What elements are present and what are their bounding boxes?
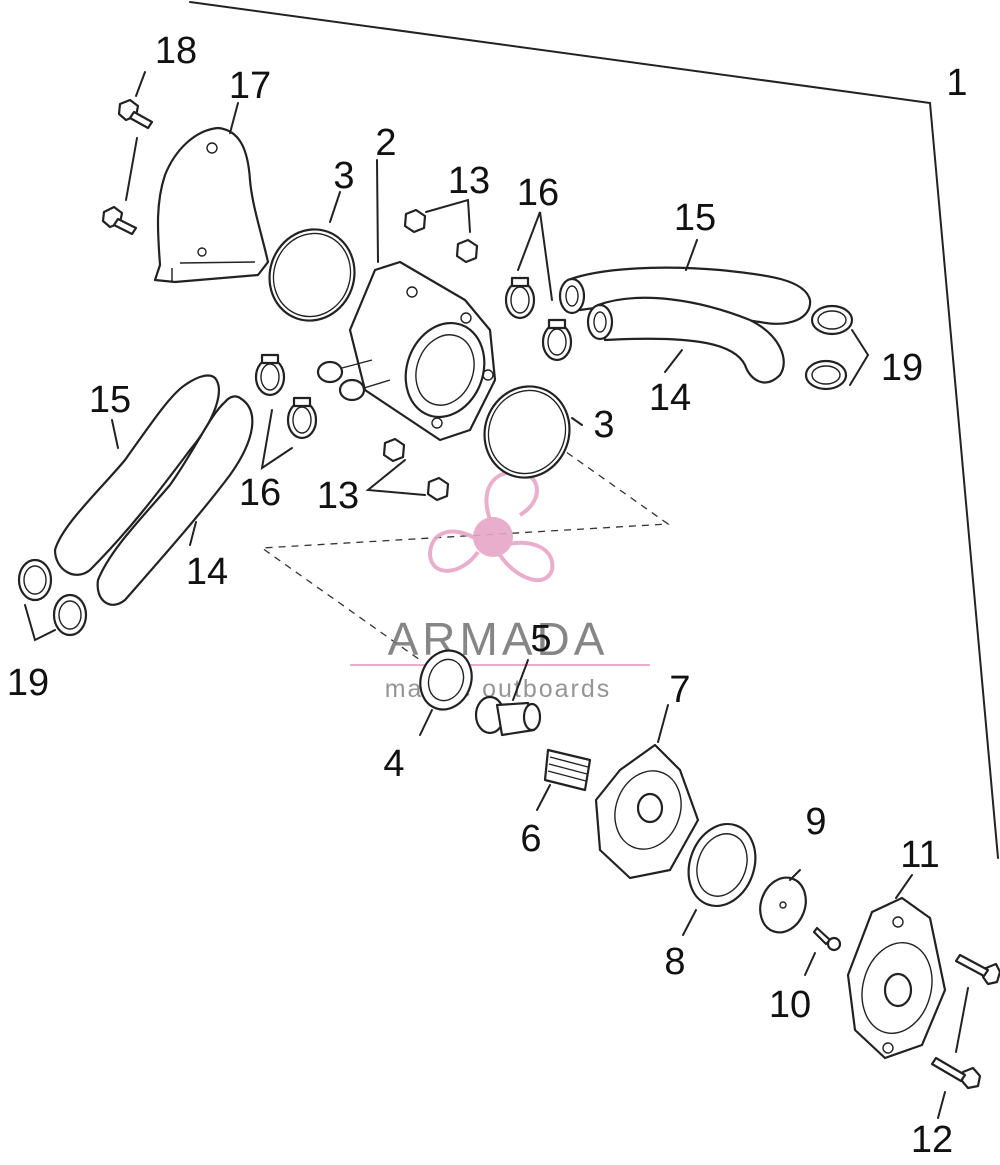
- callout-10: 10: [769, 984, 811, 1026]
- callout-14-lower: 14: [186, 551, 228, 593]
- housing-cover-plate: [594, 743, 700, 880]
- alignment-lines: [260, 429, 670, 661]
- clamp-19-c: [17, 558, 53, 602]
- callout-8: 8: [664, 941, 685, 983]
- callout-15-lower: 15: [89, 379, 131, 421]
- hose-14-upper: [586, 296, 785, 384]
- clamp-19-b: [804, 359, 848, 391]
- callout-3-upper: 3: [333, 155, 354, 197]
- callout-19-left: 19: [7, 662, 49, 704]
- nut-13-b: [455, 238, 479, 264]
- bolt-12-upper: [954, 953, 1000, 986]
- o-ring-lower: [483, 385, 571, 479]
- hose-14-lower: [96, 395, 254, 606]
- propeller-hub: [473, 517, 513, 557]
- callout-6: 6: [520, 818, 541, 860]
- screw: [812, 926, 842, 952]
- hose-15-lower: [53, 374, 220, 576]
- callout-5: 5: [530, 618, 551, 660]
- nut-13-d: [426, 476, 450, 502]
- seal-ring: [419, 649, 473, 711]
- nut-13-a: [403, 208, 427, 234]
- clamp-16-b: [541, 318, 573, 362]
- callout-11: 11: [900, 834, 939, 876]
- callout-1: 1: [946, 62, 967, 104]
- callout-13-upper: 13: [448, 160, 490, 202]
- assembly-bracket-line: [189, 1, 999, 859]
- washer: [759, 876, 807, 934]
- thermostat-cover: [846, 896, 947, 1060]
- callout-2: 2: [375, 122, 396, 164]
- callout-19-right: 19: [881, 347, 923, 389]
- callout-18: 18: [155, 30, 197, 72]
- callout-13-lower: 13: [317, 475, 359, 517]
- callout-17: 17: [229, 65, 271, 107]
- callout-16-lower: 16: [239, 472, 281, 514]
- bolt-12-lower: [930, 1056, 982, 1090]
- o-ring-upper: [268, 228, 356, 322]
- clamp-19-a: [810, 304, 854, 336]
- nut-13-c: [382, 437, 406, 463]
- callout-15-upper: 15: [674, 197, 716, 239]
- propeller-blade-right: [498, 540, 555, 583]
- watermark-brand: ARMADA: [388, 613, 609, 665]
- thermostat: [474, 695, 542, 737]
- thermostat-housing: [316, 260, 497, 442]
- leader-lines: [111, 71, 946, 1119]
- propeller-blade-top: [484, 469, 539, 521]
- clamp-16-d: [286, 396, 318, 440]
- bolt-18-lower: [101, 205, 138, 236]
- callout-3-lower: 3: [593, 404, 614, 446]
- callout-7: 7: [669, 669, 690, 711]
- gasket: [687, 822, 757, 908]
- watermark-logo: ARMADA marine outboards: [350, 469, 650, 703]
- clamp-16-c: [254, 353, 286, 397]
- clamp-19-d: [52, 593, 88, 637]
- callout-9: 9: [805, 801, 826, 843]
- bolt-18-upper: [117, 98, 154, 130]
- hose-15-upper: [558, 266, 812, 325]
- callout-14-upper: 14: [649, 377, 691, 419]
- propeller-blade-left: [427, 529, 480, 573]
- bracket-plate: [153, 126, 270, 284]
- clamp-16-a: [504, 276, 536, 320]
- callout-12: 12: [911, 1119, 953, 1161]
- spring: [543, 748, 592, 792]
- callout-4: 4: [383, 743, 404, 785]
- callout-16-upper: 16: [517, 172, 559, 214]
